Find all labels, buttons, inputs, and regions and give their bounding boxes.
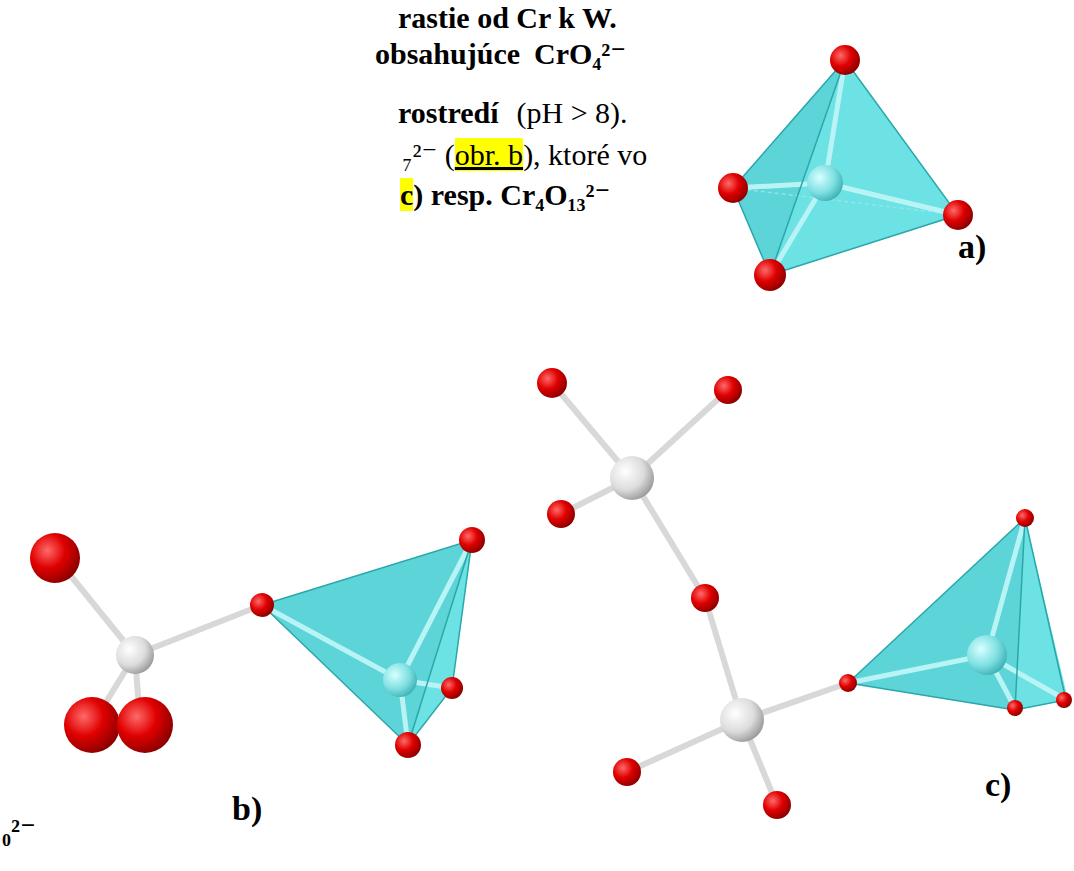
text-fragment: c — [400, 178, 413, 211]
text-line: rostredí (pH > 8). — [398, 95, 628, 131]
text-line: ₇²⁻ (obr. b), ktoré vo — [402, 137, 647, 173]
text-line: obsahujúce CrO₄²⁻ — [375, 36, 626, 72]
molecule-b — [30, 527, 485, 758]
text-fragment: rostredí — [398, 96, 499, 129]
molecule-c — [537, 368, 1072, 819]
figure-label: a) — [958, 228, 986, 266]
text-fragment: obsahujúce — [375, 37, 520, 70]
text-fragment: ₀²⁻ — [2, 812, 36, 848]
text-fragment: rastie od Cr k W. — [398, 1, 617, 34]
figure-label: b) — [232, 790, 262, 828]
text-line: rastie od Cr k W. — [398, 0, 617, 36]
text-line: c) resp. Cr₄O₁₃²⁻ — [400, 177, 610, 213]
text-fragment: (pH > 8). — [517, 96, 628, 129]
text-fragment: CrO₄²⁻ — [534, 37, 626, 70]
text-fragment: ) resp. Cr₄O₁₃²⁻ — [413, 178, 610, 211]
tetrahedron-a — [718, 45, 973, 291]
text-fragment: obr. b — [455, 138, 523, 171]
figure-label: c) — [985, 766, 1011, 804]
text-fragment: ), ktoré vo — [523, 138, 647, 171]
text-fragment: ₇²⁻ ( — [402, 138, 455, 171]
